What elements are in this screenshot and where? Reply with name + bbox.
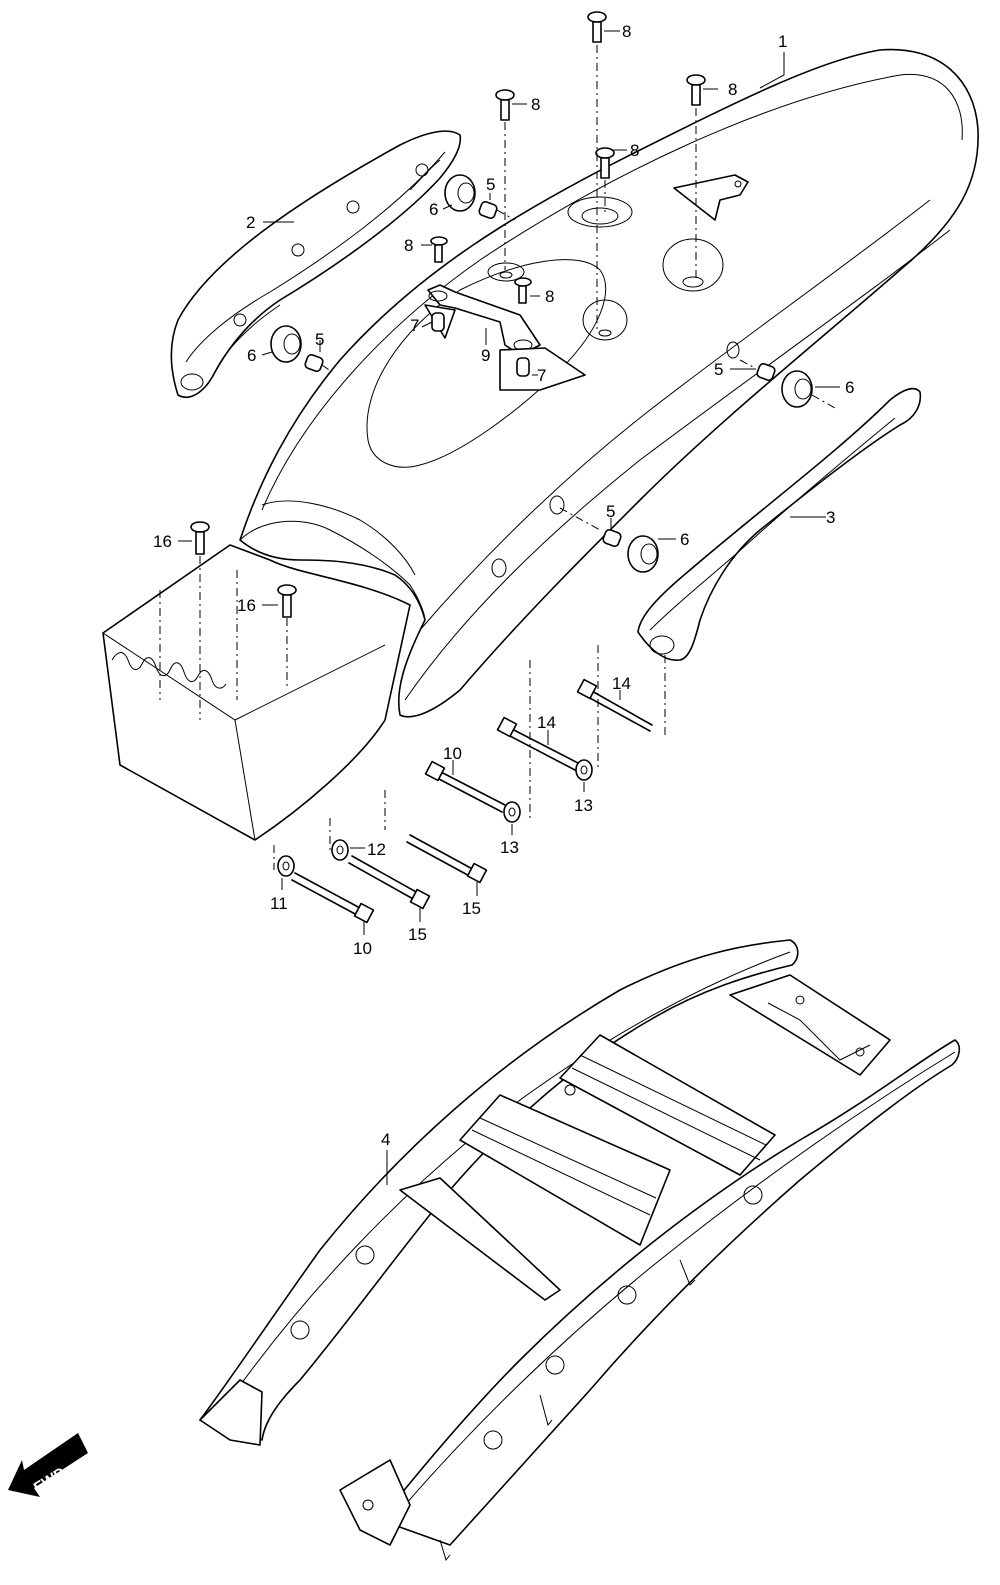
- bolt: [496, 716, 579, 771]
- callout-2: 2: [246, 213, 255, 232]
- rear-fender-part-1: [239, 48, 979, 718]
- callout-8: 8: [531, 95, 540, 114]
- callout-16: 16: [153, 532, 172, 551]
- collar: [602, 529, 622, 547]
- callout-5: 5: [714, 360, 723, 379]
- callout-15: 15: [462, 899, 481, 918]
- rubber-grommet: [781, 370, 813, 408]
- fwd-arrow-icon: FWD: [8, 1433, 88, 1497]
- bolt: [348, 855, 431, 910]
- grab-rail-left-part-2: [170, 130, 462, 398]
- screw: [495, 89, 515, 121]
- callout-7: 7: [410, 316, 419, 335]
- bolt: [291, 872, 375, 924]
- screw: [190, 521, 210, 555]
- callout-4: 4: [381, 1130, 390, 1149]
- grab-rail-right-part-3: [637, 387, 922, 661]
- callout-15: 15: [408, 925, 427, 944]
- callout-5: 5: [315, 330, 324, 349]
- callout-5: 5: [606, 502, 615, 521]
- collar: [756, 363, 776, 381]
- assembly-lines: [159, 45, 836, 870]
- callout-8: 8: [404, 236, 413, 255]
- callout-6: 6: [247, 346, 256, 365]
- washer: [331, 839, 349, 861]
- rubber-grommet: [444, 174, 476, 212]
- rubber-grommet: [270, 325, 302, 363]
- callout-14: 14: [537, 713, 556, 732]
- washer: [503, 801, 521, 823]
- bolt: [576, 678, 653, 732]
- rear-frame-part-4: [199, 939, 961, 1562]
- bushing: [431, 312, 445, 332]
- screw: [277, 584, 297, 618]
- screw: [514, 277, 532, 304]
- callout-8: 8: [622, 22, 631, 41]
- washer: [575, 759, 593, 781]
- callout-16: 16: [237, 596, 256, 615]
- callout-10: 10: [353, 939, 372, 958]
- bolt: [406, 834, 488, 884]
- callout-6: 6: [680, 530, 689, 549]
- screw: [587, 11, 607, 43]
- callout-12: 12: [367, 840, 386, 859]
- collar: [304, 354, 324, 372]
- callout-10: 10: [443, 744, 462, 763]
- callout-11: 11: [270, 894, 288, 913]
- washer: [277, 855, 295, 877]
- callout-9: 9: [481, 346, 490, 365]
- callout-labels: 1 2 3 4 8 8 8 8 8 8 5 6 5 6 5 6 5 6 7 9 …: [153, 22, 854, 1149]
- screw: [430, 236, 448, 263]
- callout-3: 3: [826, 508, 835, 527]
- screw: [595, 147, 615, 179]
- callout-8: 8: [728, 80, 737, 99]
- callout-8: 8: [545, 287, 554, 306]
- under-tray: [102, 544, 411, 841]
- screw: [686, 74, 706, 106]
- callout-13: 13: [574, 796, 593, 815]
- callout-14: 14: [612, 674, 631, 693]
- callout-7: 7: [537, 366, 546, 385]
- callout-6: 6: [429, 200, 438, 219]
- leader-lines: [178, 30, 840, 1185]
- bolt: [424, 760, 506, 813]
- rubber-grommet: [627, 535, 659, 573]
- callout-1: 1: [778, 32, 787, 51]
- callout-6: 6: [845, 378, 854, 397]
- callout-13: 13: [500, 838, 519, 857]
- callout-8: 8: [630, 141, 639, 160]
- bushing: [516, 357, 530, 377]
- callout-5: 5: [486, 175, 495, 194]
- collar: [478, 201, 498, 219]
